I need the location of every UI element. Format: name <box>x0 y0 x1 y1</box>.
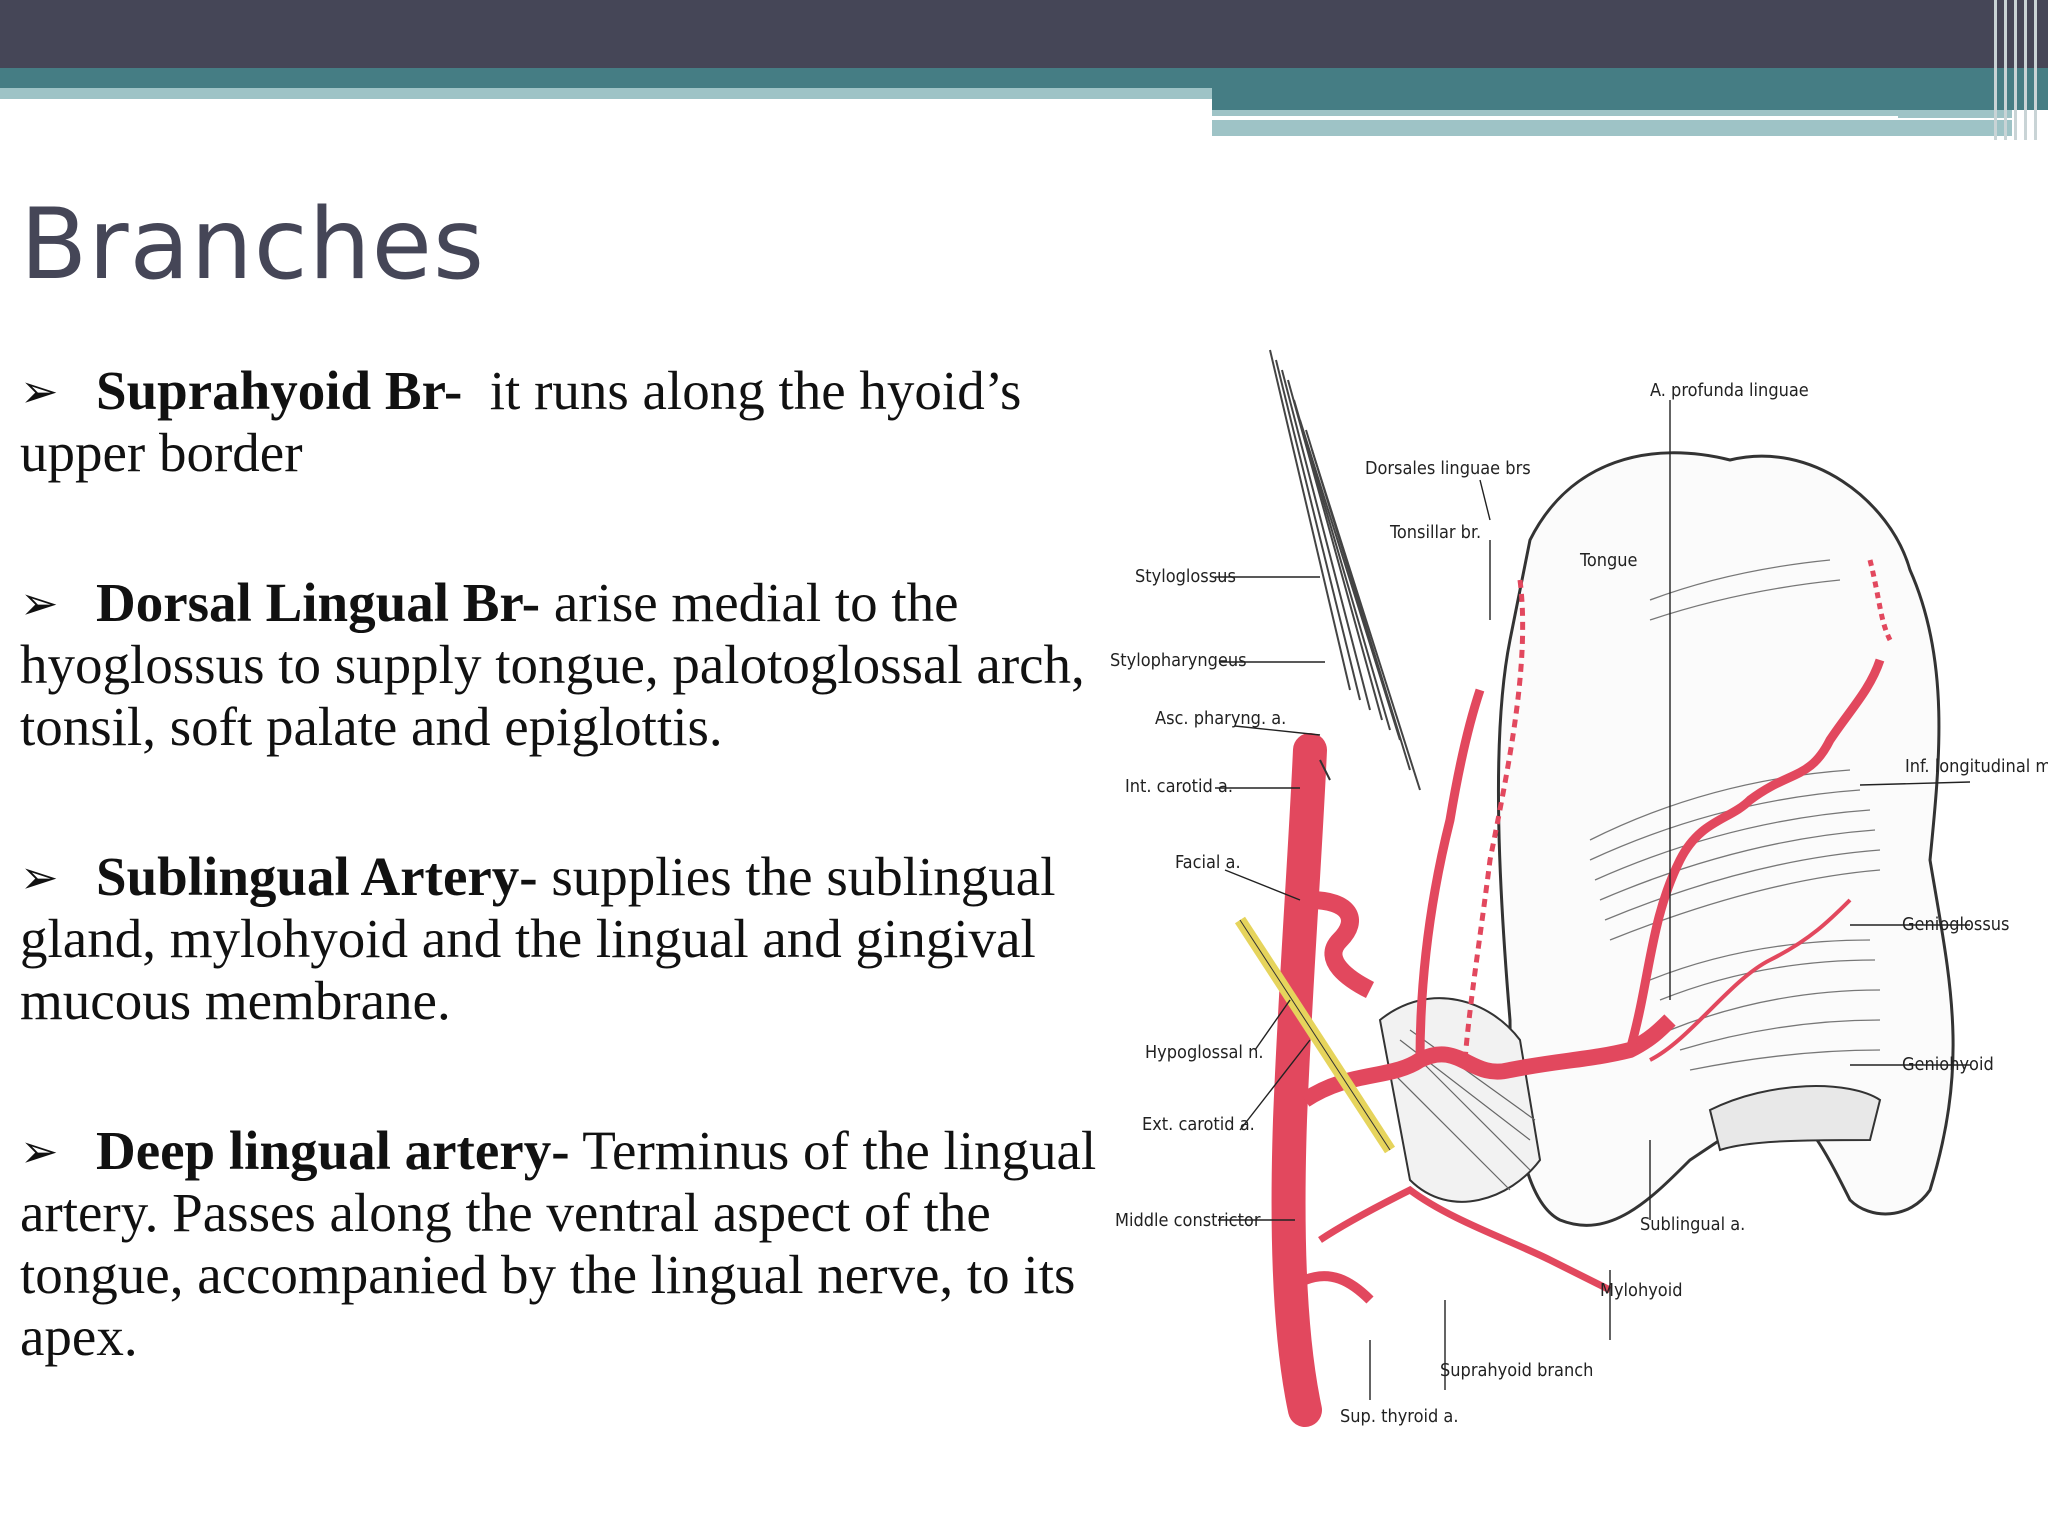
slide-title: Branches <box>20 188 486 302</box>
bullet-text: Terminus of the lingual artery. Passes a… <box>20 1120 1097 1367</box>
deep-lingual-artery <box>1625 658 1885 1052</box>
arrow-bullet-icon: ➢ <box>20 1124 59 1178</box>
label-geniohyoid: Geniohyoid <box>1902 1054 1994 1075</box>
header-band-dark <box>0 0 2048 68</box>
label-asc-pharyng-a: Asc. pharyng. a. <box>1155 708 1286 729</box>
label-tonsillar-br: Tonsillar br. <box>1389 522 1481 543</box>
carotid-artery <box>1271 733 1327 1427</box>
label-facial-a: Facial a. <box>1175 852 1241 873</box>
label-stylopharyngeus: Stylopharyngeus <box>1110 650 1247 671</box>
label-ext-carotid-a: Ext. carotid a. <box>1142 1114 1255 1135</box>
arrow-bullet-icon: ➢ <box>20 364 59 418</box>
bullet-text: supplies the sublingual gland, mylohyoid… <box>20 846 1056 1031</box>
bullet-sublingual: ➢ Sublingual Artery- supplies the subling… <box>20 846 1110 1032</box>
bullet-heading: Suprahyoid Br- <box>96 360 463 421</box>
bullet-text: it runs along the hyoid’s upper border <box>20 360 1036 483</box>
dorsales-linguae-dotted <box>1462 579 1526 1061</box>
styloglossus-strands <box>1269 349 1421 791</box>
dorsal-lingual-branch <box>1415 688 1485 1061</box>
label-hypoglossal-n: Hypoglossal n. <box>1145 1042 1264 1063</box>
label-a-profunda-linguae: A. profunda linguae <box>1650 380 1809 401</box>
header-band-right-white-line <box>1212 116 1898 120</box>
bullet-deep-lingual: ➢ Deep lingual artery- Terminus of the li… <box>20 1120 1110 1368</box>
arrow-bullet-icon: ➢ <box>20 576 59 630</box>
label-dorsales-linguae-brs: Dorsales linguae brs <box>1365 458 1531 479</box>
header-band-right-light <box>1212 110 2012 118</box>
arrow-bullet-icon: ➢ <box>20 850 59 904</box>
header-stripes <box>1988 0 2048 140</box>
tongue-tip-dotted <box>1867 559 1893 642</box>
header-band-teal <box>0 68 2048 88</box>
anatomy-illustration: A. profunda linguae Dorsales linguae brs… <box>1110 349 2048 1427</box>
label-genioglossus: Genioglossus <box>1902 914 2009 935</box>
bullet-heading: Sublingual Artery- <box>96 846 538 907</box>
bullet-heading: Dorsal Lingual Br- <box>96 572 541 633</box>
label-suprahyoid-branch: Suprahyoid branch <box>1440 1360 1593 1381</box>
leader-lines <box>1215 400 1971 1400</box>
label-middle-constrictor: Middle constrictor <box>1115 1210 1261 1231</box>
int-carotid-stub <box>1319 759 1331 781</box>
sup-thyroid-artery <box>1303 1271 1374 1304</box>
suprahyoid-branch <box>1318 1185 1612 1294</box>
geniohyoid-muscle <box>1708 1085 1882 1152</box>
label-mylohyoid: Mylohyoid <box>1600 1280 1683 1301</box>
tongue-muscle-fibres <box>1589 559 1881 1071</box>
bullet-text: arise medial to the hyoglossus to supply… <box>20 572 1085 757</box>
header-band-right-light-lower <box>1212 120 2012 136</box>
header-band-right-teal <box>1212 88 2048 110</box>
label-int-carotid-a: Int. carotid a. <box>1125 776 1233 797</box>
bullet-suprahyoid: ➢ Suprahyoid Br- it runs along the hyoid’… <box>20 360 1110 484</box>
label-inf-longitudinal-m: Inf. longitudinal m. <box>1905 756 2048 777</box>
label-tongue: Tongue <box>1579 550 1638 571</box>
bullet-dorsal-lingual: ➢ Dorsal Lingual Br- arise medial to the … <box>20 572 1110 758</box>
facial-artery <box>1309 891 1375 999</box>
bullet-heading: Deep lingual artery- <box>96 1120 570 1181</box>
sublingual-artery <box>1649 898 1852 1062</box>
lingual-artery-diagram: A. profunda linguae Dorsales linguae brs… <box>1090 340 2048 1460</box>
label-sublingual-a: Sublingual a. <box>1640 1214 1745 1235</box>
label-sup-thyroid-a: Sup. thyroid a. <box>1340 1406 1458 1427</box>
hypoglossal-nerve-outline <box>1239 919 1391 1151</box>
header-band-light <box>0 88 1212 99</box>
label-styloglossus: Styloglossus <box>1135 566 1236 587</box>
